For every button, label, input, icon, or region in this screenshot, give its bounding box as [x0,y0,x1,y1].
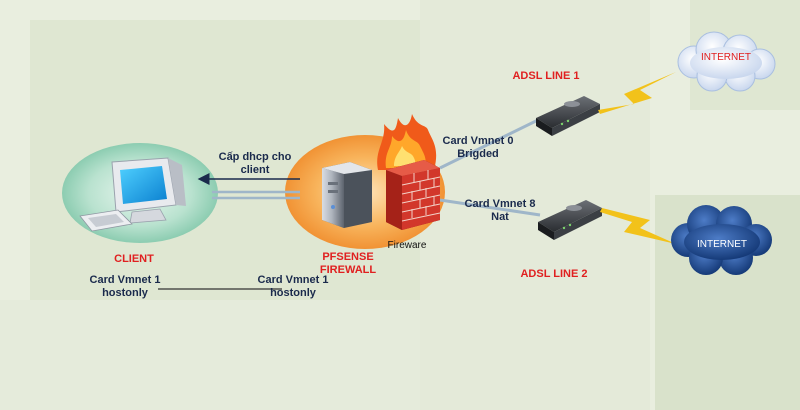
flame-icon [377,114,437,170]
internet-1-label: INTERNET [701,52,751,63]
firewall-card-label: Card Vmnet 1 hostonly [248,274,338,300]
link-top-card-line1: Card Vmnet 0 [442,135,514,147]
internet-cloud-1-icon [677,31,776,92]
firewall-adsl2-link [439,198,541,217]
adsl-line-2-label: ADSL LINE 2 [520,268,588,280]
link-top-card-label: Card Vmnet 0 Brigded [438,135,518,161]
firewall-adsl1-link [439,118,539,170]
dhcp-line1: Cấp dhcp cho [218,151,292,163]
adsl-modem-2-icon [538,200,602,240]
link-bottom-card-label: Card Vmnet 8 Nat [460,198,540,224]
dhcp-line2: client [240,164,270,176]
internet-cloud-2-icon [671,205,772,275]
firewall-label: PFSENSE FIREWALL [310,251,386,277]
firewall-card-line1: Card Vmnet 1 [257,274,329,286]
lightning-bolt-1-icon [598,72,676,114]
background-panel [420,0,650,410]
firewall-label-line1: PFSENSE [322,251,374,263]
firewall-card-line2: hostonly [270,287,316,299]
link-bottom-card-line2: Nat [491,211,509,223]
client-card-line1: Card Vmnet 1 [89,274,161,286]
background-panel [0,300,420,410]
firewall-label-line2: FIREWALL [319,264,377,276]
link-bottom-card-line1: Card Vmnet 8 [464,198,536,210]
adsl-line-1-label: ADSL LINE 1 [512,70,580,82]
client-card-line2: hostonly [102,287,148,299]
dhcp-label: Cấp dhcp cho client [210,151,300,177]
internet-2-label: INTERNET [697,239,747,250]
fireware-label: Fireware [387,240,427,251]
adsl-modem-1-icon [536,96,600,136]
client-computer-icon [79,157,186,232]
lightning-bolt-2-icon [600,208,676,244]
client-card-label: Card Vmnet 1 hostonly [80,274,170,300]
client-label: CLIENT [114,253,154,265]
server-icon [322,162,372,228]
brick-wall-icon [386,160,441,230]
link-top-card-line2: Brigded [457,148,499,160]
